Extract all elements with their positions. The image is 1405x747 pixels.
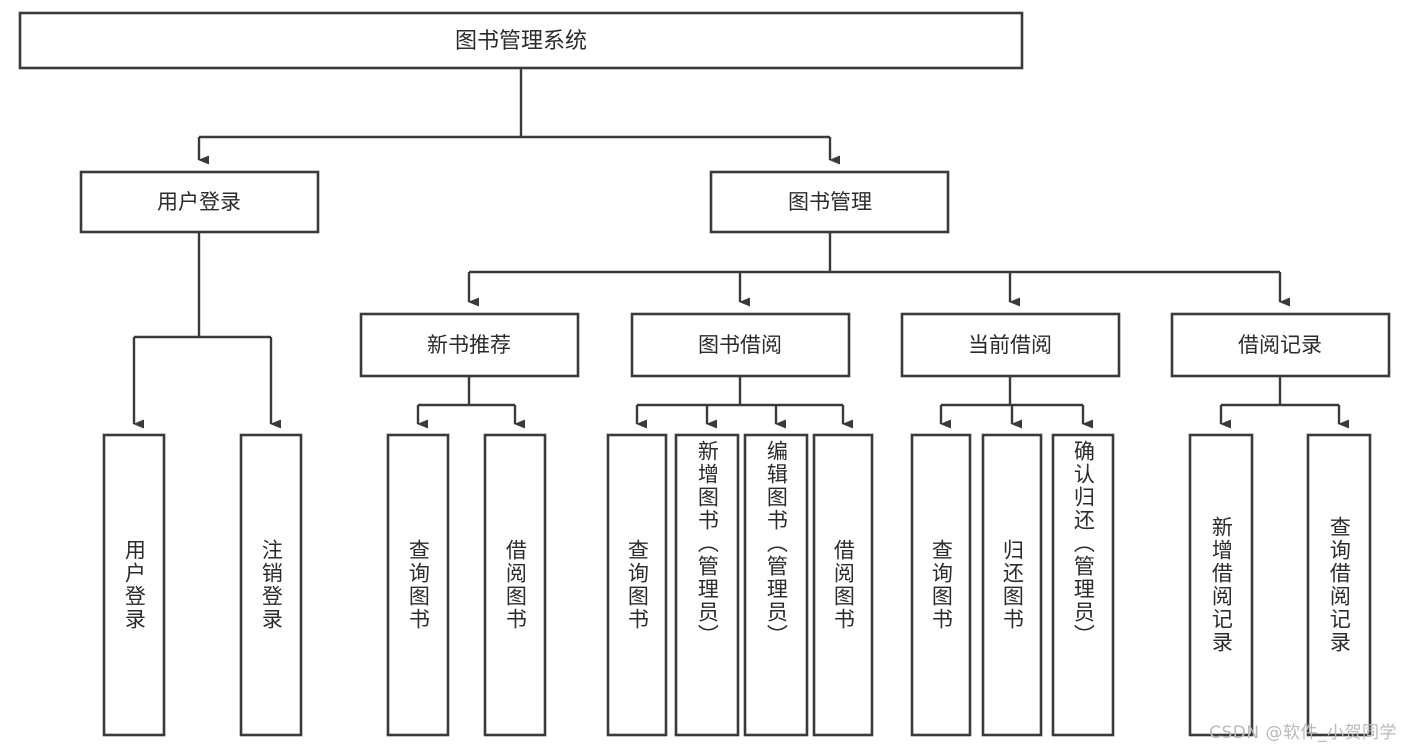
node-new-book-recommend-label: 新书推荐 (427, 333, 511, 357)
watermark-text: CSDN @软件_小贺同学 (1209, 723, 1397, 743)
node-book-management-box[interactable] (709, 170, 950, 234)
leaf-box-return-book[interactable] (981, 433, 1043, 737)
edge-group-root-to-level2 (197, 68, 840, 165)
node-book-management[interactable]: 图书管理 (709, 170, 950, 234)
leaf-box-edit-book-admin[interactable] (743, 433, 809, 737)
node-book-borrow[interactable]: 图书借阅 (630, 312, 851, 378)
node-book-management-label: 图书管理 (788, 190, 872, 214)
node-book-borrow-box[interactable] (630, 312, 851, 378)
node-root-system[interactable]: 图书管理系统 (18, 11, 1024, 70)
node-root-box[interactable] (18, 11, 1024, 70)
edge-group-bookmanage-to-level3 (467, 232, 1290, 307)
leaf-box-confirm-return-admin[interactable] (1051, 433, 1115, 737)
leaf-node-boxes (102, 433, 1372, 737)
leaf-box-user-login[interactable] (102, 433, 166, 737)
node-current-borrow[interactable]: 当前借阅 (900, 312, 1121, 378)
edge-group-userlogin-to-leaves (132, 232, 281, 429)
node-borrow-record-label: 借阅记录 (1238, 333, 1322, 357)
node-new-book-recommend-box[interactable] (359, 312, 580, 378)
node-user-login-label: 用户登录 (157, 190, 241, 214)
leaf-box-query-borrow-record[interactable] (1306, 433, 1372, 737)
node-user-login-box[interactable] (79, 170, 320, 234)
leaf-box-query-book-current[interactable] (910, 433, 972, 737)
node-book-borrow-label: 图书借阅 (698, 333, 782, 357)
node-borrow-record-box[interactable] (1170, 312, 1391, 378)
edge-group-record-to-leaves (1219, 376, 1349, 429)
leaf-box-query-book-newbook[interactable] (386, 433, 450, 737)
node-current-borrow-label: 当前借阅 (968, 333, 1052, 357)
leaf-box-borrow-book-newbook[interactable] (483, 433, 547, 737)
leaf-box-query-book-borrow[interactable] (606, 433, 668, 737)
node-new-book-recommend[interactable]: 新书推荐 (359, 312, 580, 378)
leaf-box-borrow-book[interactable] (812, 433, 874, 737)
leaf-box-add-book-admin[interactable] (674, 433, 740, 737)
node-root-label: 图书管理系统 (455, 29, 587, 54)
node-borrow-record[interactable]: 借阅记录 (1170, 312, 1391, 378)
edge-group-current-to-leaves (939, 376, 1093, 429)
edge-group-borrow-to-leaves (635, 376, 853, 429)
leaf-box-add-borrow-record[interactable] (1188, 433, 1254, 737)
leaf-box-logout[interactable] (239, 433, 303, 737)
node-user-login[interactable]: 用户登录 (79, 170, 320, 234)
edge-group-newbook-to-leaves (416, 376, 525, 429)
node-current-borrow-box[interactable] (900, 312, 1121, 378)
